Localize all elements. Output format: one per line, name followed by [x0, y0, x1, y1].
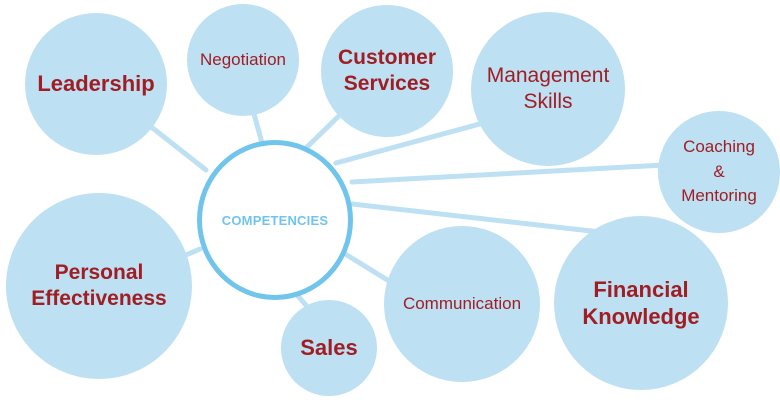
node-personal-effectiveness-label: Personal Effectiveness — [31, 260, 167, 310]
node-coaching-mentoring-label: Coaching & Mentoring — [681, 137, 757, 206]
node-communication-label: Communication — [402, 294, 522, 314]
node-negotiation: Negotiation — [187, 4, 299, 116]
node-sales: Sales — [281, 300, 377, 396]
node-financial-knowledge-label: Financial Knowledge — [582, 276, 700, 330]
node-leadership-label: Leadership — [37, 71, 155, 97]
connector-personal-effectiveness — [183, 246, 203, 258]
center-hub-label: COMPETENCIES — [221, 212, 329, 228]
connector-coaching-mentoring — [349, 162, 667, 185]
connector-leadership — [147, 123, 209, 173]
node-sales-label: Sales — [300, 335, 358, 361]
connector-financial-knowledge — [349, 201, 603, 235]
node-management-skills: Management Skills — [471, 12, 625, 166]
node-leadership: Leadership — [25, 13, 167, 155]
node-coaching-mentoring: Coaching & Mentoring — [658, 111, 780, 233]
connector-management-skills — [333, 119, 490, 166]
node-communication: Communication — [384, 226, 540, 382]
connector-negotiation — [251, 111, 265, 146]
center-hub: COMPETENCIES — [197, 140, 353, 300]
node-negotiation-label: Negotiation — [199, 50, 286, 70]
node-customer-services: Customer Services — [321, 5, 453, 137]
node-customer-services-label: Customer Services — [337, 45, 437, 95]
node-financial-knowledge: Financial Knowledge — [554, 216, 728, 390]
node-personal-effectiveness: Personal Effectiveness — [6, 193, 192, 379]
connector-customer-services — [301, 107, 348, 153]
node-management-skills-label: Management Skills — [486, 63, 610, 113]
